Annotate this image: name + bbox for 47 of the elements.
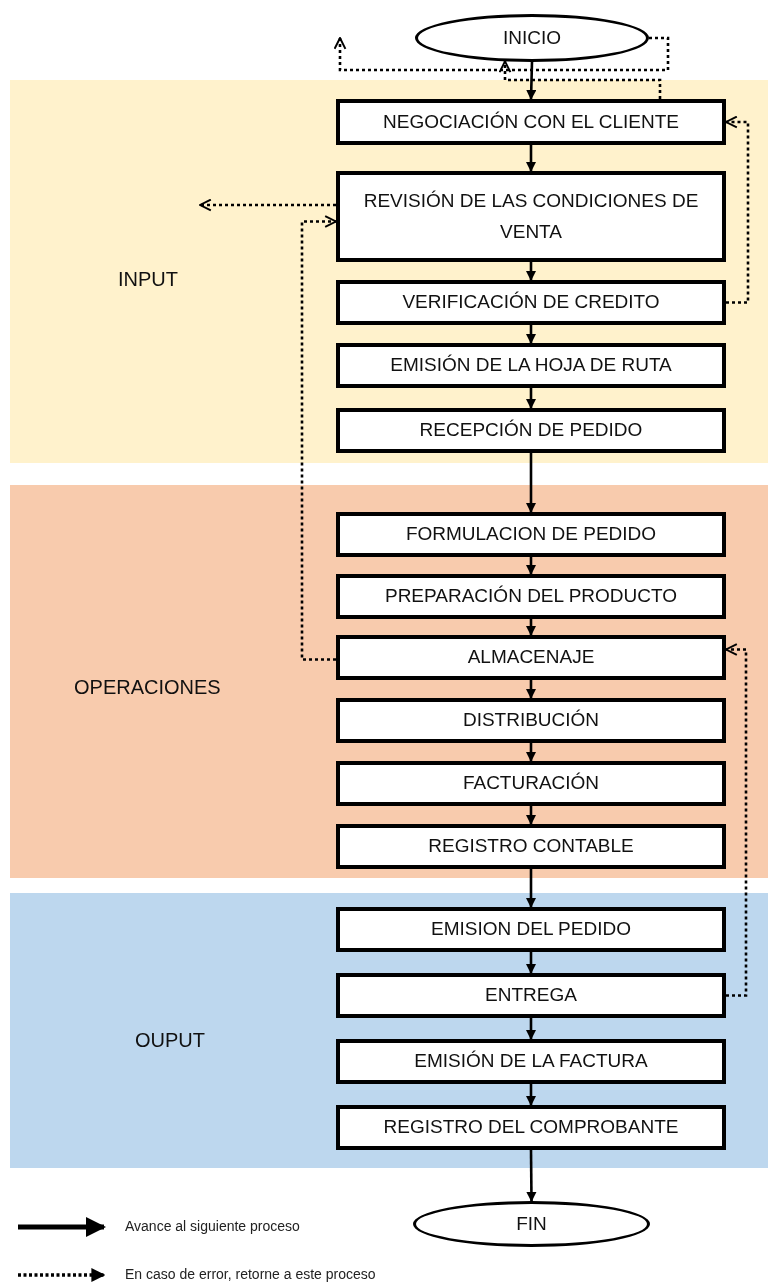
process-box: EMISIÓN DE LA FACTURA xyxy=(336,1039,726,1084)
legend-text: Avance al siguiente proceso xyxy=(125,1218,300,1234)
arrow xyxy=(525,388,537,410)
swimlane-band xyxy=(10,80,768,463)
dotted-arrow xyxy=(333,36,670,72)
arrow xyxy=(525,743,537,763)
process-box: REGISTRO CONTABLE xyxy=(336,824,726,869)
process-box: EMISION DEL PEDIDO xyxy=(336,907,726,952)
legend-text: En caso de error, retorne a este proceso xyxy=(125,1266,376,1282)
band-label: OPERACIONES xyxy=(74,676,221,699)
arrow xyxy=(525,680,537,700)
swimlane-band xyxy=(10,893,768,1168)
dotted-arrow xyxy=(725,115,750,304)
terminal-oval: INICIO xyxy=(415,14,649,62)
arrow xyxy=(525,262,537,282)
process-box: ENTREGA xyxy=(336,973,726,1018)
swimlane-band xyxy=(10,485,768,878)
process-box: ALMACENAJE xyxy=(336,635,726,680)
process-box: FACTURACIÓN xyxy=(336,761,726,806)
process-box: NEGOCIACIÓN CON EL CLIENTE xyxy=(336,99,726,145)
arrow xyxy=(526,1150,537,1203)
arrow xyxy=(525,806,537,826)
process-box: FORMULACION DE PEDIDO xyxy=(336,512,726,557)
arrow xyxy=(525,619,537,637)
terminal-oval: FIN xyxy=(413,1201,650,1247)
band-label: INPUT xyxy=(118,268,178,291)
arrow xyxy=(525,325,537,345)
arrow xyxy=(525,557,537,576)
arrow xyxy=(526,61,537,101)
process-box: PREPARACIÓN DEL PRODUCTO xyxy=(336,574,726,619)
arrow xyxy=(525,1084,537,1107)
band-label: OUPUT xyxy=(135,1029,205,1052)
process-box: DISTRIBUCIÓN xyxy=(336,698,726,743)
arrow xyxy=(525,952,537,975)
dotted-arrow xyxy=(498,60,662,99)
dotted-arrow xyxy=(725,643,748,997)
arrow xyxy=(525,1018,537,1041)
dotted-arrow xyxy=(300,215,337,661)
arrow xyxy=(525,145,537,173)
arrow xyxy=(525,453,537,514)
process-box: REVISIÓN DE LAS CONDICIONES DE VENTA xyxy=(336,171,726,262)
process-box: RECEPCIÓN DE PEDIDO xyxy=(336,408,726,453)
process-box: REGISTRO DEL COMPROBANTE xyxy=(336,1105,726,1150)
process-box: EMISIÓN DE LA HOJA DE RUTA xyxy=(336,343,726,388)
arrow xyxy=(525,869,537,909)
process-box: VERIFICACIÓN DE CREDITO xyxy=(336,280,726,325)
dotted-arrow xyxy=(199,198,336,212)
